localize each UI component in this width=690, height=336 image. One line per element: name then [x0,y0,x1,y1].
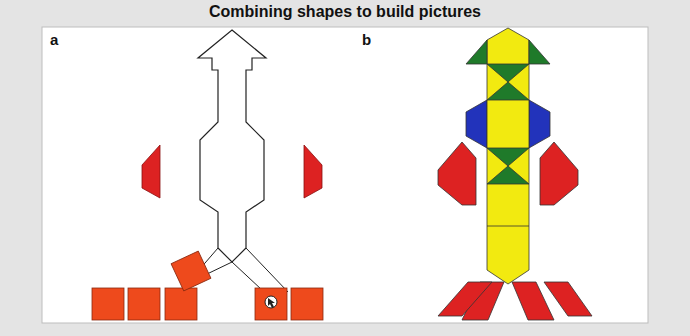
rocket-outline [198,30,266,262]
orange-square [92,251,323,320]
panel-label: b [362,31,371,48]
panel-ground [42,27,648,323]
cursor-icon [265,296,277,308]
panel-label: a [50,31,58,48]
figure-title: Combining shapes to build pictures [0,3,690,21]
rocket-picture [438,28,592,320]
red-trapezoid [142,145,322,198]
